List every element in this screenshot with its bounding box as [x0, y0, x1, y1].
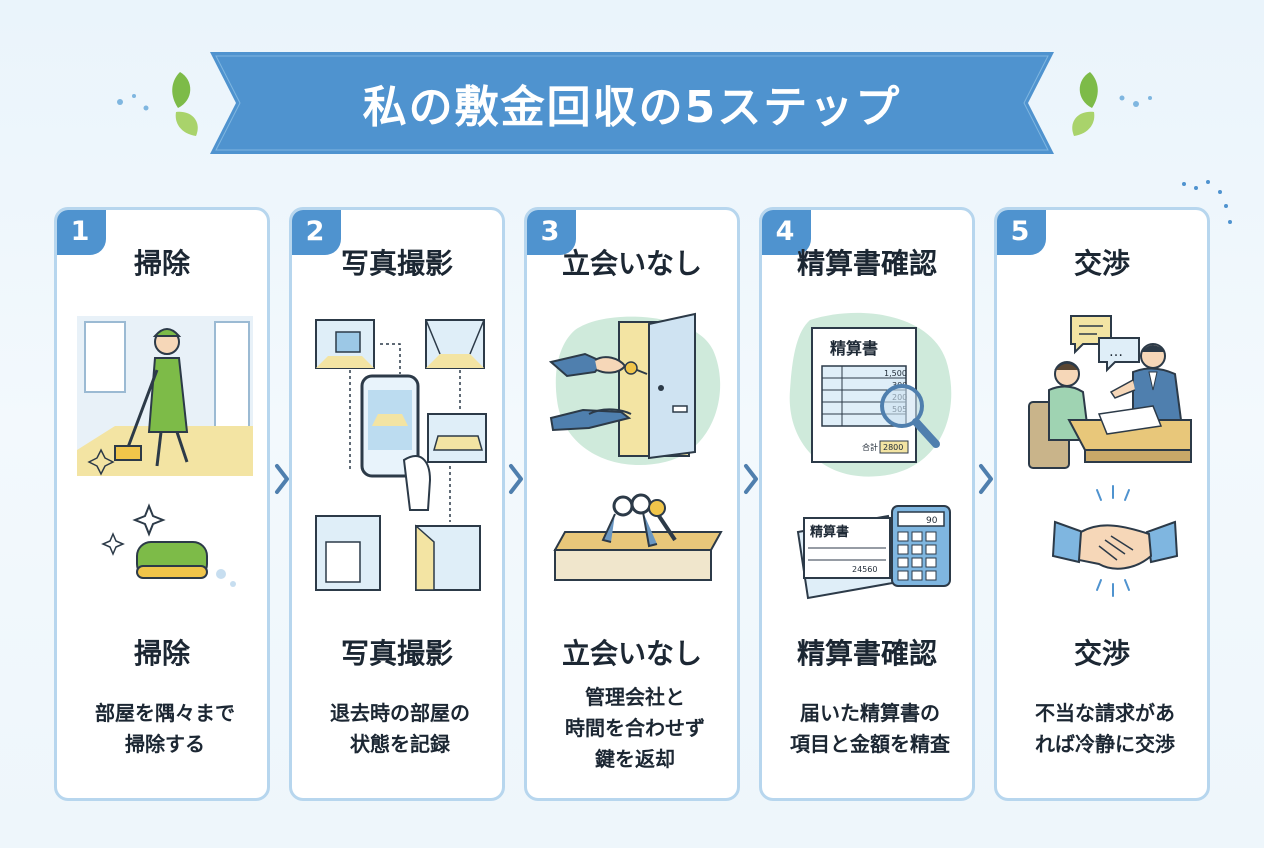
- title-banner: 私の敷金回収の5ステップ: [210, 52, 1054, 154]
- chevron-right-icon: [509, 464, 523, 494]
- step-card-4: 4 精算書確認 精算書 1,500 300 200 505 合計 2800 精算…: [759, 207, 975, 801]
- step-subtitle: 交渉: [1073, 637, 1130, 670]
- page-title: 私の敷金回収の5ステップ: [362, 82, 902, 133]
- key-return-illustration-icon: [548, 312, 723, 581]
- leaf-right-icon: [1072, 72, 1098, 136]
- statement-illustration-icon: 精算書 1,500 300 200 505 合計 2800 精算書 24560 …: [789, 312, 952, 600]
- dots-left-icon: [117, 94, 149, 111]
- leaf-left-icon: [172, 72, 198, 136]
- step-title: 掃除: [133, 247, 190, 280]
- dots-right-icon: [1119, 95, 1152, 107]
- step-title: 交渉: [1073, 247, 1130, 280]
- step-number-badge: 3: [527, 210, 576, 255]
- step-description: 届いた精算書の 項目と金額を精査: [790, 701, 950, 756]
- statement-total-label: 合計: [862, 442, 878, 452]
- step-description: 不当な請求があ れば冷静に交渉: [1035, 701, 1175, 756]
- chevron-right-icon: [744, 464, 758, 494]
- statement-row-1: 1,500: [884, 369, 907, 378]
- step-card-1: 1 掃除 掃除 部屋を隅々まで 掃除する: [54, 207, 270, 801]
- speech-bubble-text: …: [1109, 344, 1123, 360]
- step-description: 部屋を隅々まで 掃除する: [95, 701, 235, 756]
- calculator-display: 90: [926, 516, 938, 526]
- step-title: 精算書確認: [796, 247, 937, 280]
- chevron-right-icon: [979, 464, 993, 494]
- paper-value: 24560: [852, 565, 877, 574]
- step-card-3: 3 立会いなし 立会いなし 管理会社と 時間を合わせず 鍵を返却: [524, 207, 740, 801]
- statement-label: 精算書: [830, 339, 878, 358]
- step-description: 退去時の部屋の 状態を記録: [330, 701, 470, 756]
- step-subtitle: 立会いなし: [561, 637, 702, 670]
- statement-label-small: 精算書: [810, 524, 849, 540]
- step-subtitle: 精算書確認: [796, 637, 937, 670]
- step-subtitle: 写真撮影: [340, 637, 453, 670]
- step-card-5: 5 交渉 … 交渉 不当な請求があ れば冷静に交渉: [994, 207, 1210, 801]
- step-number-badge: 2: [292, 210, 341, 255]
- negotiation-illustration-icon: …: [1028, 315, 1192, 597]
- step-title: 立会いなし: [561, 247, 702, 280]
- chevron-right-icon: [275, 464, 289, 494]
- step-title: 写真撮影: [340, 247, 453, 280]
- step-number-badge: 1: [57, 210, 106, 255]
- statement-total-value: 2800: [883, 443, 903, 452]
- step-subtitle: 掃除: [133, 637, 190, 670]
- step-card-2: 2 写真撮影 写真撮影 退去時の部屋の 状態を記録: [289, 207, 505, 801]
- cleaning-illustration-icon: [77, 316, 253, 587]
- step-description: 管理会社と 時間を合わせず 鍵を返却: [565, 685, 705, 771]
- step-number-badge: 4: [762, 210, 811, 255]
- photo-illustration-icon: [315, 319, 487, 591]
- dots-corner-icon: [1182, 180, 1232, 224]
- step-number-badge: 5: [997, 210, 1046, 255]
